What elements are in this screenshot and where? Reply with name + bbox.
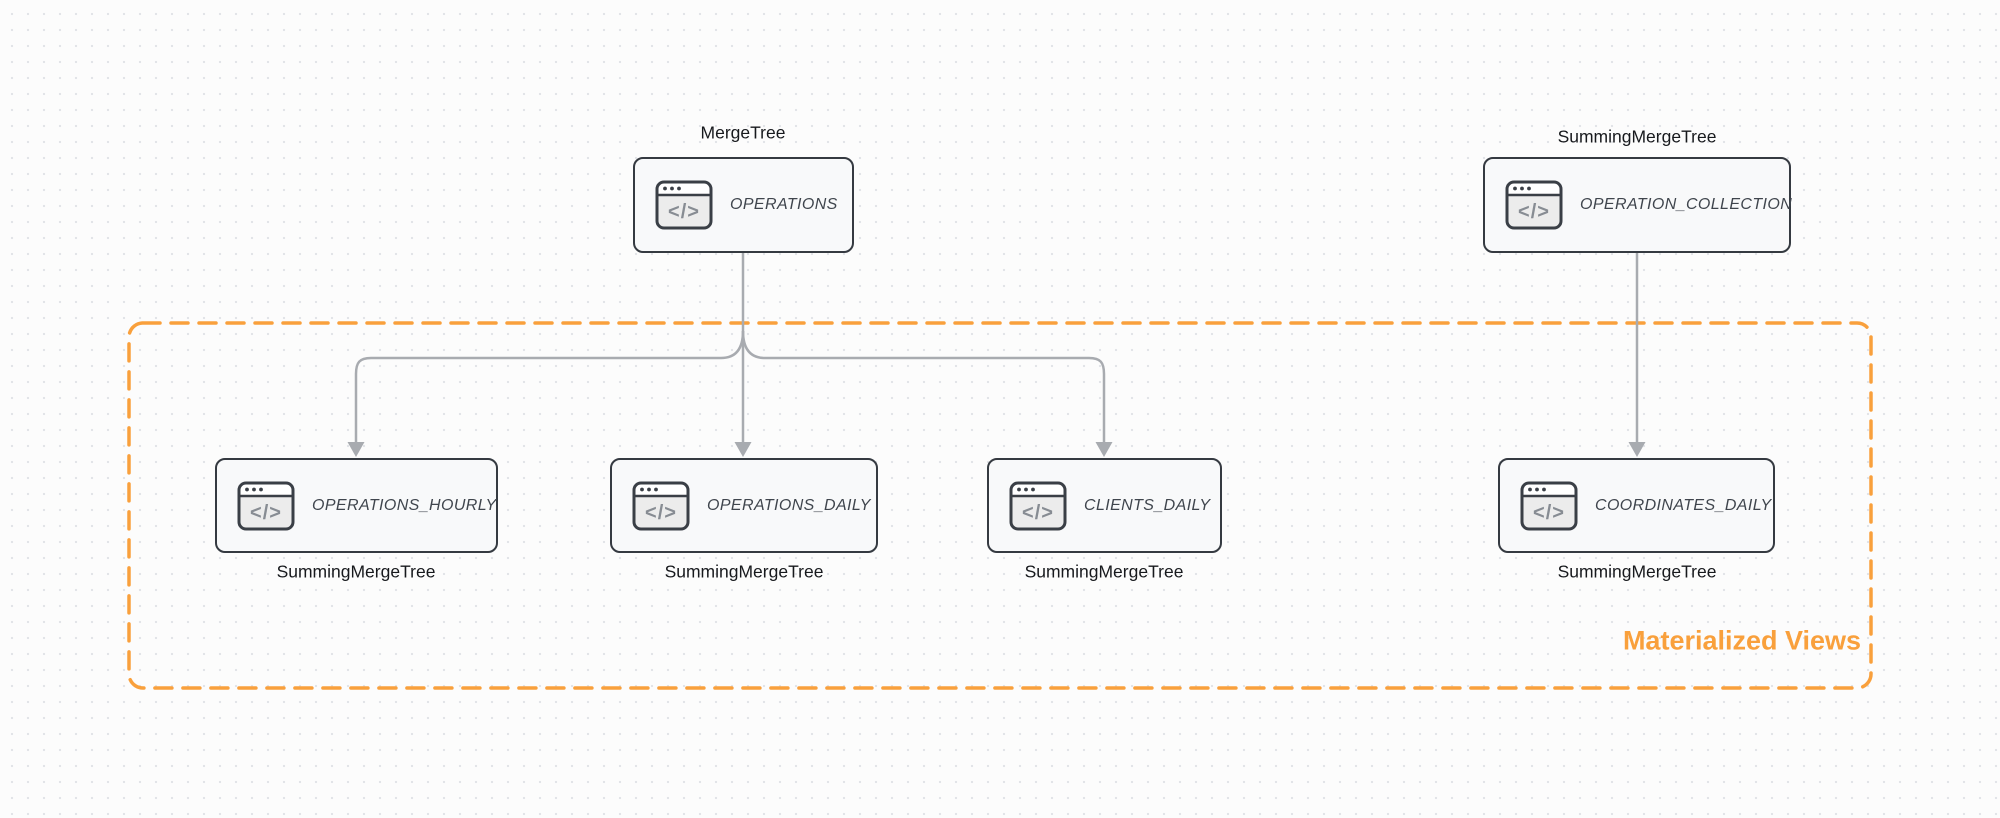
- svg-text:</>: </>: [1518, 201, 1550, 223]
- engine-label-operations-hourly: SummingMergeTree: [276, 561, 436, 582]
- edge-operations-to-clients-daily-arrowhead: [1095, 442, 1113, 457]
- svg-text:</>: </>: [1533, 502, 1565, 524]
- materialized-views-label: Materialized Views: [1622, 625, 1862, 656]
- code-window-icon: </>: [237, 481, 295, 530]
- engine-label-operation-collection: SummingMergeTree: [1557, 126, 1717, 147]
- engine-label-operations-daily: SummingMergeTree: [664, 561, 824, 582]
- edge-operation-collection-to-coordinates-daily-arrowhead: [1628, 442, 1646, 457]
- node-title: OPERATIONS_HOURLY: [312, 496, 497, 514]
- svg-text:</>: </>: [250, 502, 282, 524]
- engine-label-clients-daily: SummingMergeTree: [1024, 561, 1184, 582]
- node-title: OPERATIONS_DAILY: [707, 496, 871, 514]
- node-title: OPERATIONS: [730, 196, 838, 213]
- engine-label-coordinates-daily: SummingMergeTree: [1557, 561, 1717, 582]
- edge-operations-to-operations-daily-arrowhead: [734, 442, 752, 457]
- edge-operations-to-operations-hourly-arrowhead: [347, 442, 365, 457]
- code-window-icon: </>: [1009, 481, 1067, 530]
- node-coordinates-daily[interactable]: </> COORDINATES_DAILY: [1498, 458, 1775, 553]
- svg-text:</>: </>: [645, 502, 677, 524]
- node-title: COORDINATES_DAILY: [1595, 496, 1772, 514]
- edge-operations-to-operations-hourly-line: [354, 330, 745, 442]
- edge-operations-to-clients-daily-line: [741, 330, 1106, 442]
- node-title: OPERATION_COLLECTION: [1580, 196, 1793, 213]
- code-window-icon: </>: [632, 481, 690, 530]
- code-window-icon: </>: [1520, 481, 1578, 530]
- node-clients-daily[interactable]: </> CLIENTS_DAILY: [987, 458, 1222, 553]
- node-operations-hourly[interactable]: </> OPERATIONS_HOURLY: [215, 458, 498, 553]
- svg-text:</>: </>: [668, 201, 700, 223]
- node-operations-daily[interactable]: </> OPERATIONS_DAILY: [610, 458, 878, 553]
- node-operation-collection[interactable]: </> OPERATION_COLLECTION: [1483, 157, 1793, 253]
- engine-label-operations: MergeTree: [700, 122, 786, 143]
- materialized-views-group-border: [127, 321, 1873, 690]
- code-window-icon: </>: [1505, 180, 1563, 230]
- code-window-icon: </>: [655, 180, 713, 230]
- node-title: CLIENTS_DAILY: [1084, 496, 1211, 514]
- node-operations[interactable]: </> OPERATIONS: [633, 157, 854, 253]
- svg-text:</>: </>: [1022, 502, 1054, 524]
